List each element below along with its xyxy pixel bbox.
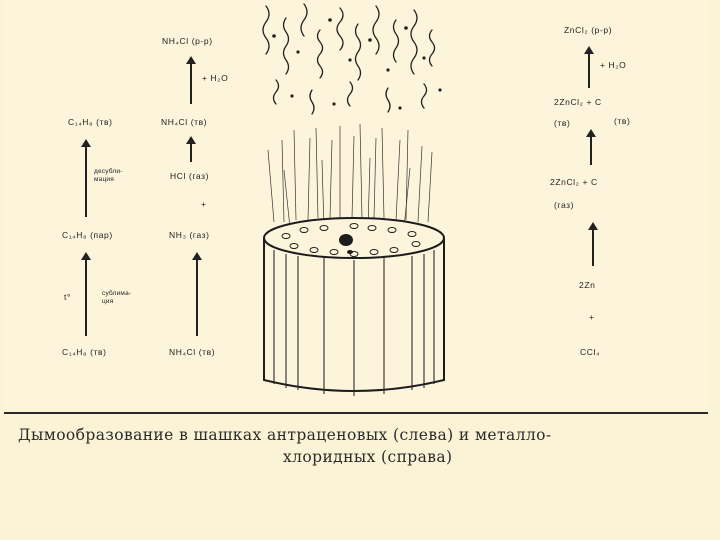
figure-caption: Дымообразование в шашках антраценовых (с…	[18, 424, 708, 468]
arrow-recombination	[186, 136, 196, 162]
nh4cl-solid-bottom: NH₄Cl (тв)	[169, 347, 216, 357]
arrow-hydration-right	[584, 46, 594, 88]
nh4cl-solution: NH₄Cl (р-р)	[162, 36, 213, 46]
zncl2-carbon-solid: 2ZnCl₂ + C	[554, 97, 602, 107]
carbon-tetrachloride: CCl₄	[580, 347, 601, 357]
arrow-sublimation	[81, 252, 91, 336]
arrow-condensation	[586, 129, 596, 165]
nh4cl-solid-upper: NH₄Cl (тв)	[161, 117, 208, 127]
plus-center: +	[201, 199, 207, 209]
arrow-desublimation	[81, 139, 91, 217]
anthracene-solid-bottom: C₁₄H₈ (тв)	[62, 347, 107, 357]
zncl2-carbon-gas: 2ZnCl₂ + C	[550, 177, 598, 187]
anthracene-solid-top: C₁₄H₈ (тв)	[68, 117, 113, 127]
anthracene-vapor: C₁₄H₈ (пар)	[62, 230, 113, 240]
sublimation-note: сублима-ция	[102, 290, 132, 305]
smoke-candle-illustration	[262, 3, 445, 396]
arrow-reaction	[588, 222, 598, 266]
solid-note-1: (тв)	[554, 118, 571, 128]
temperature-note: t°	[64, 292, 71, 302]
nh3-gas: NH₃ (газ)	[169, 230, 210, 240]
hcl-gas: HCl (газ)	[170, 171, 210, 181]
caption-line-1: Дымообразование в шашках антраценовых (с…	[18, 426, 552, 444]
solid-note-2: (тв)	[614, 116, 631, 126]
gas-note: (газ)	[554, 200, 575, 210]
desublimation-note: десубли-мация	[94, 168, 123, 183]
caption-line-2: хлоридных (справа)	[283, 448, 453, 466]
plus-right: +	[589, 312, 595, 322]
hydration-note-right: + H₂O	[600, 60, 627, 70]
hydration-note-center: + H₂O	[202, 73, 229, 83]
arrow-decomposition	[192, 252, 202, 336]
diagram-figure: C₁₄H₈ (тв) десубли-мация C₁₄H₈ (пар) t° …	[4, 0, 708, 414]
zinc: 2Zn	[579, 280, 596, 290]
arrow-hydration	[186, 56, 196, 104]
zncl2-solution: ZnCl₂ (р-р)	[564, 25, 613, 35]
